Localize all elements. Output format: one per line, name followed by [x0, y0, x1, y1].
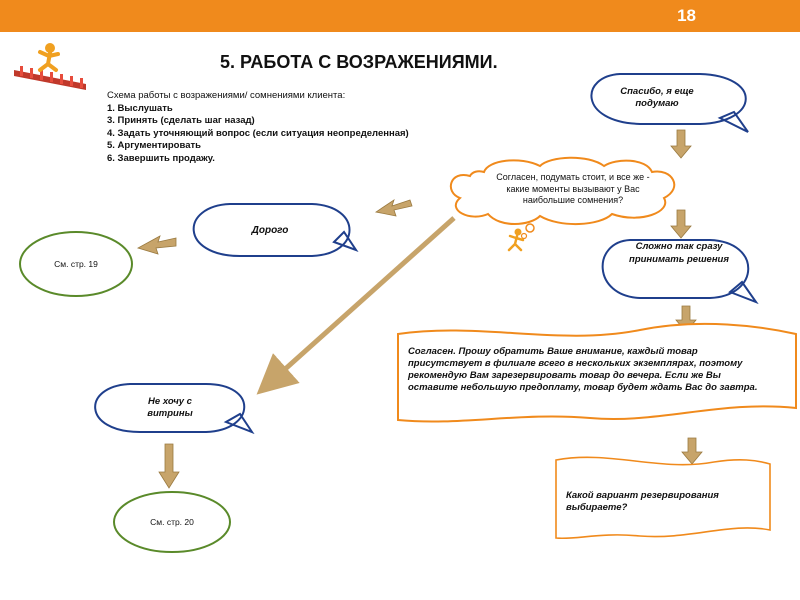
- arrow-to-page-19: [136, 235, 177, 255]
- label-cloud-reply: Согласен, подумать стоит, и все же - как…: [496, 172, 650, 205]
- page-number: 18: [677, 6, 696, 25]
- scheme-steps: Схема работы с возражениями/ сомнениями …: [107, 90, 409, 165]
- arrow-to-not-showcase: [256, 216, 456, 395]
- scheme-step: 5. Аргументировать: [107, 140, 201, 151]
- label-not-showcase: Не хочу с витрины: [147, 396, 193, 419]
- bubble-expensive: [192, 203, 359, 257]
- scheme-step: 1. Выслушать: [107, 102, 173, 114]
- scheme-step: 3. Принять (сделать шаг назад): [107, 115, 255, 126]
- arrow-to-expensive: [374, 199, 413, 217]
- label-expensive: Дорого: [251, 225, 289, 236]
- page-title: 5. РАБОТА С ВОЗРАЖЕНИЯМИ.: [220, 52, 498, 72]
- label-objection-think: Спасибо, я еще подумаю: [620, 86, 694, 109]
- bubble-not-showcase: [94, 383, 255, 435]
- label-which-option: Какой вариант резервирования выбираете?: [566, 490, 719, 513]
- label-hard-decide: Сложно так сразу принимать решения: [629, 241, 729, 265]
- cloud-tail-2: [520, 232, 528, 240]
- scheme-step: 4. Задать уточняющий вопрос (если ситуац…: [107, 127, 409, 139]
- box-which-option: [555, 456, 771, 540]
- bubble-objection-think: [590, 73, 749, 133]
- runner-hurdles-icon: [10, 40, 90, 92]
- arrow-down-1: [670, 129, 692, 159]
- label-see-page-19: См. стр. 19: [54, 259, 98, 269]
- running-person-icon: [507, 228, 525, 252]
- circle-see-page-20: [113, 491, 231, 553]
- cloud-reply: [449, 156, 676, 226]
- scheme-step: 6. Завершить продажу.: [107, 152, 215, 164]
- label-see-page-20: См. стр. 20: [150, 517, 194, 527]
- arrow-down-2: [670, 209, 692, 239]
- box-reserve-offer: [397, 322, 797, 423]
- header-bar: [0, 0, 800, 32]
- circle-see-page-19: [19, 231, 133, 297]
- scheme-intro: Схема работы с возражениями/ сомнениями …: [107, 90, 346, 101]
- arrow-down-5: [158, 443, 180, 489]
- cloud-tail-1: [525, 223, 535, 233]
- arrow-down-4: [681, 437, 703, 465]
- bubble-hard-decide: [601, 239, 759, 305]
- label-reserve-offer: Согласен. Прошу обратить Ваше внимание, …: [408, 346, 758, 393]
